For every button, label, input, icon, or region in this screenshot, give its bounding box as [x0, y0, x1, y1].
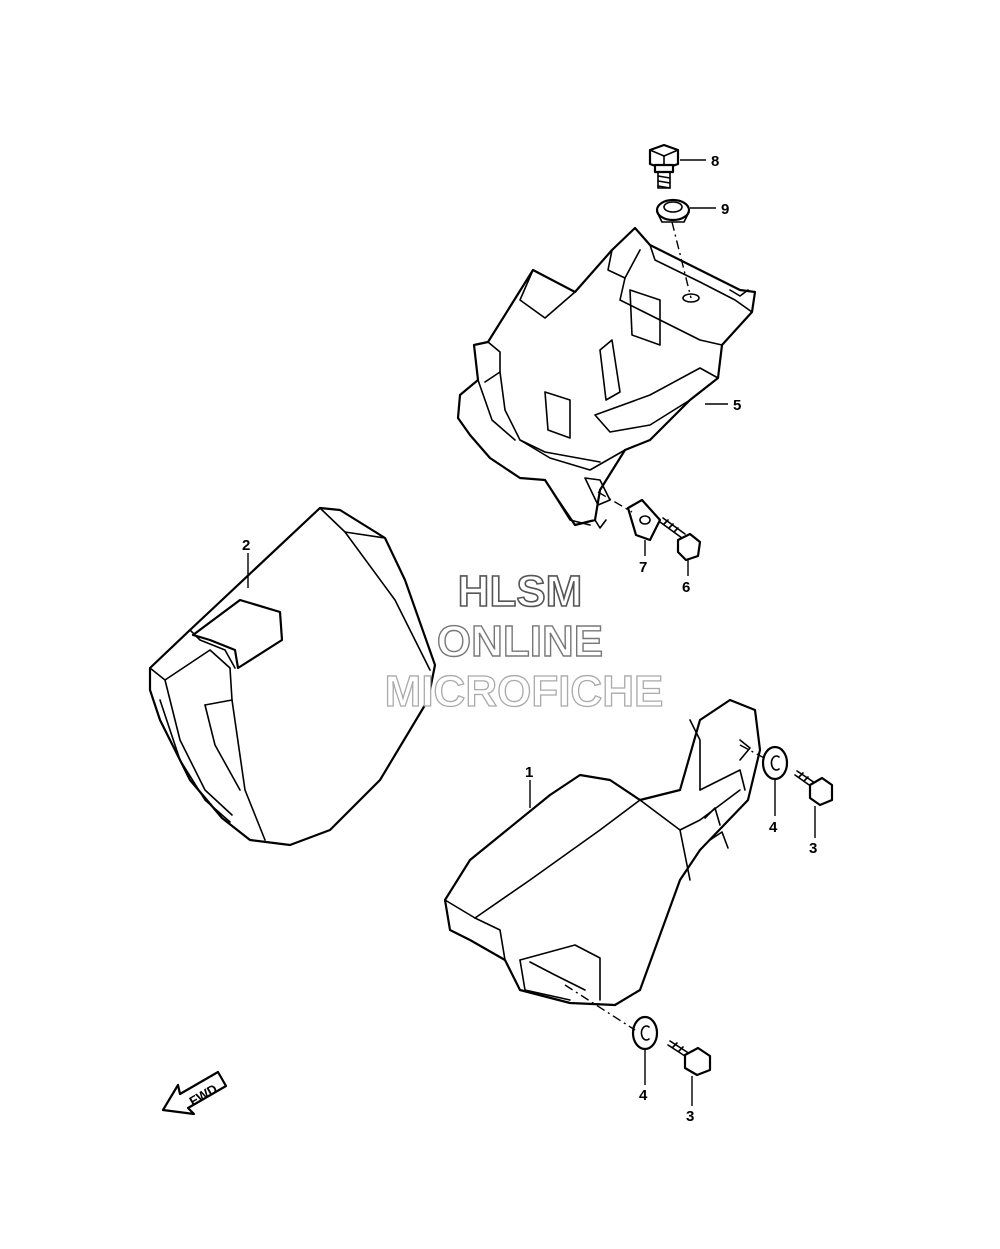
part-3-bolt-lower: [667, 1040, 712, 1077]
callout-3-upper: 3: [809, 840, 817, 857]
part-4-washer-upper: [761, 745, 789, 781]
watermark-line-3: MICROFICHE: [385, 667, 664, 716]
part-4-washer-lower: [631, 1015, 659, 1051]
leader-lines: [247, 159, 816, 1106]
callout-8: 8: [711, 153, 719, 170]
callout-3-lower: 3: [686, 1108, 694, 1125]
watermark-line-1: HLSM: [458, 567, 583, 616]
part-2-cover-left: [148, 506, 437, 847]
callout-4-lower: 4: [639, 1087, 648, 1104]
callouts: 8 9 5 7 6 2 1 4 3 4 3: [242, 153, 817, 1125]
part-1-cover-right: [443, 698, 762, 1007]
callout-5: 5: [733, 397, 741, 414]
assembly-lines: [564, 221, 769, 1031]
callout-9: 9: [721, 201, 729, 218]
callout-6: 6: [682, 579, 690, 596]
watermark: HLSM ONLINE MICROFICHE: [384, 566, 664, 716]
part-8-bolt: [648, 143, 680, 189]
callout-1: 1: [525, 764, 533, 781]
part-6-bolt: [659, 517, 702, 562]
part-5-tray: [456, 226, 757, 529]
part-3-bolt-upper: [794, 770, 834, 807]
part-9-grommet: [655, 198, 691, 223]
fwd-arrow-icon: FWD: [161, 1070, 228, 1116]
watermark-line-2: ONLINE: [437, 617, 603, 666]
part-7-nut-clip: [626, 498, 662, 542]
callout-2: 2: [242, 537, 250, 554]
callout-7: 7: [639, 559, 647, 576]
callout-4-upper: 4: [769, 819, 778, 836]
